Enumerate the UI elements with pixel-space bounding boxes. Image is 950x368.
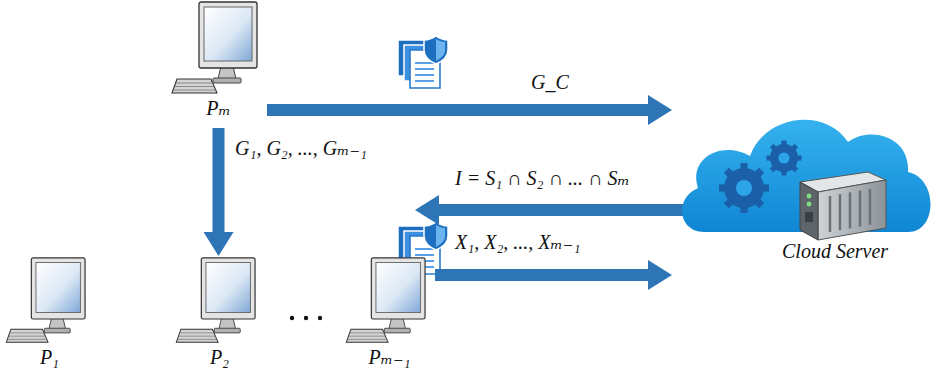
monitor-frame <box>371 258 425 319</box>
keyboard-keys <box>10 332 44 333</box>
result-arrow <box>437 204 690 216</box>
monitor-base <box>213 78 241 83</box>
computer-illustration <box>5 256 91 344</box>
shield-shade <box>436 225 445 247</box>
keyboard-keys <box>176 83 213 84</box>
shield-icon <box>424 222 448 250</box>
party-label: P₂ <box>174 346 265 368</box>
flow-arrow <box>267 104 650 116</box>
monitor-frame <box>199 2 257 68</box>
computer-node: Pₘ₋₁ <box>344 256 435 368</box>
edge-label: X₁, X₂, ..., Xₘ₋₁ <box>452 230 583 254</box>
keyboard-keys <box>9 336 46 337</box>
computer-illustration <box>345 256 431 344</box>
keyboard-keys <box>175 86 215 87</box>
shield-icon <box>424 36 448 64</box>
keyboard-keys <box>350 332 384 333</box>
text-line <box>415 74 434 76</box>
computer-illustration <box>171 0 263 95</box>
monitor-screen <box>36 262 80 312</box>
text-line <box>415 68 434 70</box>
keyboard-keys <box>349 336 386 337</box>
keyboard <box>6 329 48 342</box>
party-label: Pₘ <box>170 97 267 120</box>
monitor-screen <box>206 262 250 312</box>
monitor-frame <box>201 258 255 319</box>
party-label: Pₘ₋₁ <box>344 346 435 368</box>
party-label: P₁ <box>4 346 95 368</box>
keyboard <box>346 329 388 342</box>
ellipsis-dots <box>290 316 322 320</box>
computer-node: P₂ <box>174 256 265 368</box>
flow-arrow <box>213 128 225 234</box>
keyboard <box>176 329 218 342</box>
edge-label: G_C <box>528 70 572 94</box>
result-label: I = S₁ ∩ S₂ ∩ ... ∩ Sₘ <box>452 166 633 190</box>
keyboard-keys <box>348 339 387 340</box>
computer-node: Pₘ <box>170 0 267 126</box>
monitor-base <box>214 328 240 333</box>
keyboard-keys <box>8 339 47 340</box>
keyboard-keys <box>179 336 216 337</box>
keyboard <box>172 79 217 93</box>
text-line <box>415 80 434 82</box>
document-icon <box>398 36 448 88</box>
monitor-screen <box>376 262 420 312</box>
gear-icon <box>719 163 769 213</box>
text-line <box>415 254 434 256</box>
edge-label: G₁, G₂, ..., Gₘ₋₁ <box>232 136 370 160</box>
server-label: Cloud Server <box>782 240 888 263</box>
keyboard-keys <box>178 339 217 340</box>
monitor-screen <box>204 7 252 61</box>
computer-node: P₁ <box>4 256 95 368</box>
shield-shade <box>436 39 445 61</box>
computer-illustration <box>175 256 261 344</box>
monitor-base <box>384 328 410 333</box>
monitor-frame <box>31 258 85 319</box>
gear-icon <box>767 141 802 176</box>
cloud-server: Cloud Server <box>672 100 940 285</box>
keyboard-keys <box>180 332 214 333</box>
cloud-shape <box>682 120 930 232</box>
server-icon <box>800 172 886 240</box>
flow-arrow <box>435 269 650 281</box>
monitor-base <box>44 328 70 333</box>
keyboard-keys <box>174 90 216 91</box>
